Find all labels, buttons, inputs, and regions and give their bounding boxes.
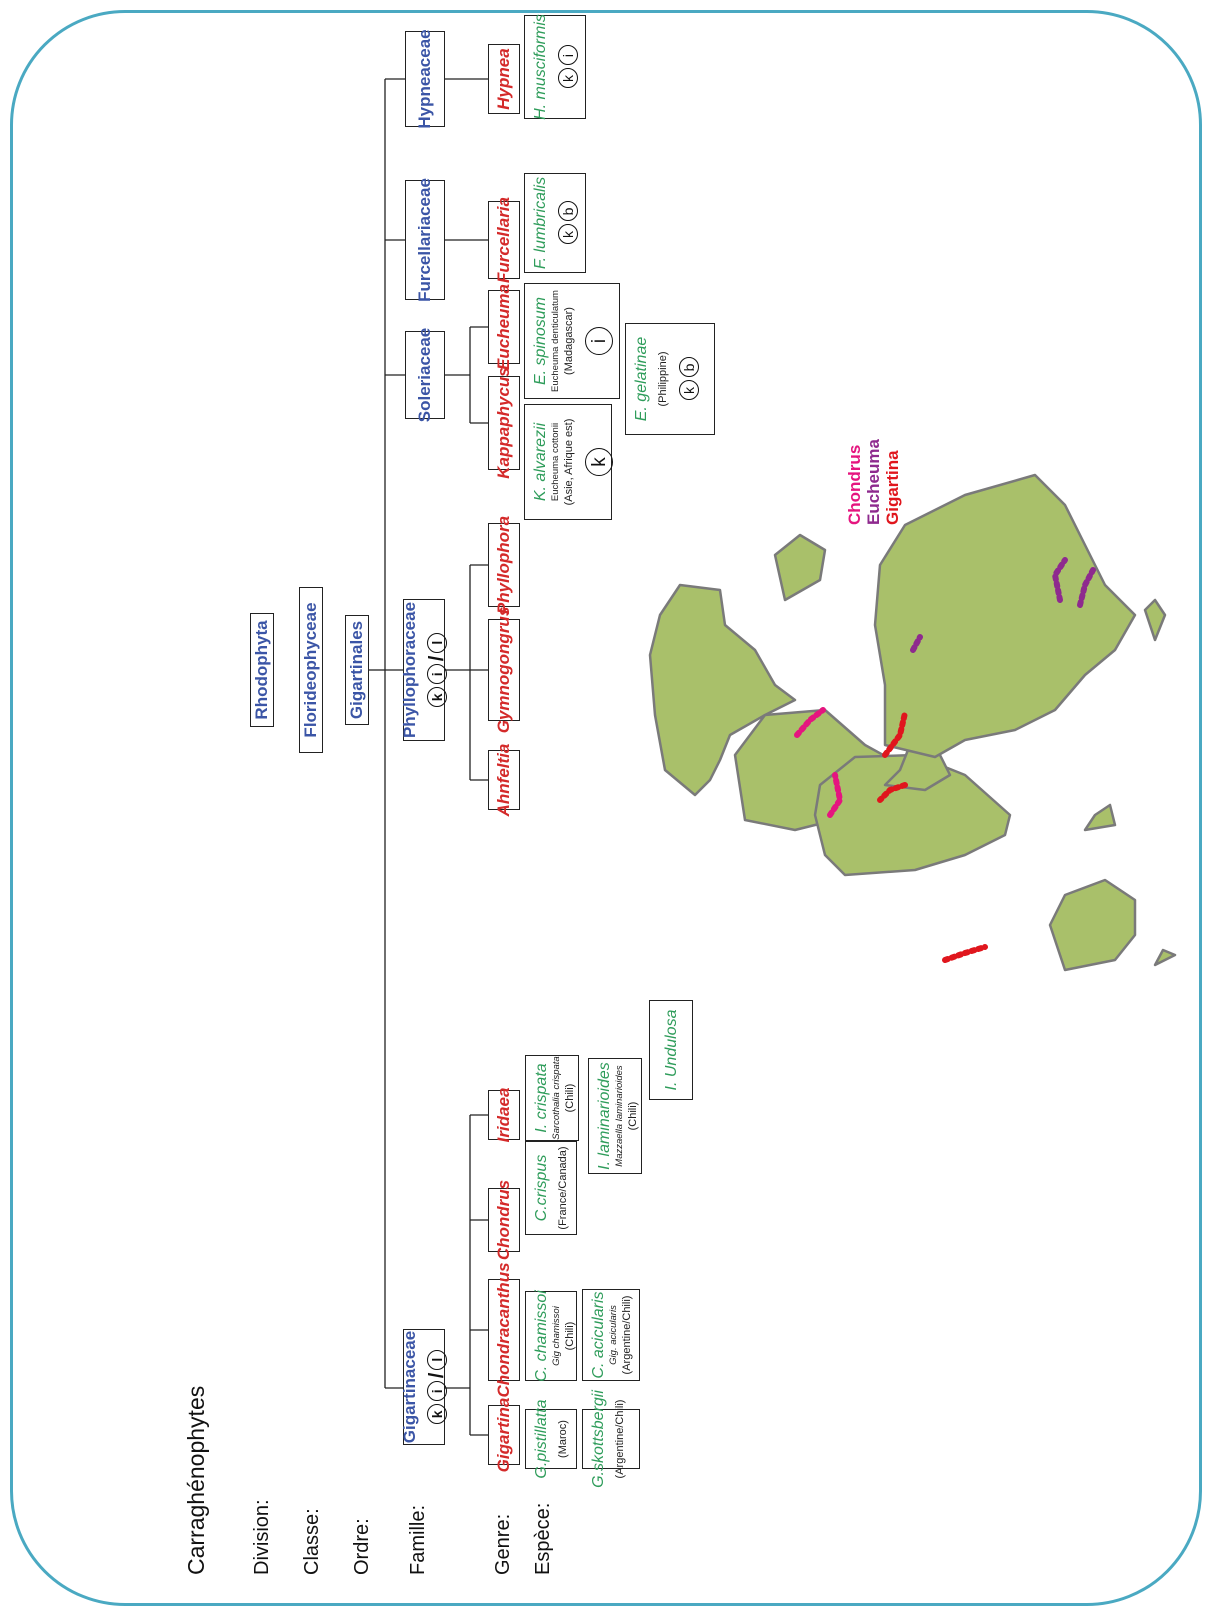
legend-chondrus: Chondrus	[845, 444, 864, 525]
gigartina-marker	[882, 710, 908, 758]
rounded-frame	[10, 10, 1202, 1606]
chondrus-marker	[794, 707, 826, 738]
map-legend: Chondrus Eucheuma Gigartina	[845, 439, 902, 525]
eucheuma-marker	[910, 634, 923, 653]
greenland-shape	[773, 533, 827, 602]
north-america-shape	[648, 583, 797, 797]
tree-connectors	[369, 78, 488, 1436]
gigartina-marker	[877, 782, 908, 803]
legend-eucheuma: Eucheuma	[864, 439, 883, 525]
japan-shape	[1143, 598, 1167, 642]
australia-shape	[1048, 878, 1137, 972]
gigartina-marker	[942, 944, 988, 963]
world-map	[648, 473, 1177, 972]
eurasia-shape	[873, 473, 1137, 759]
chondrus-marker	[827, 772, 844, 818]
new-zealand-shape	[1153, 948, 1177, 967]
eucheuma-marker	[1077, 567, 1096, 608]
eucheuma-marker	[1051, 557, 1068, 603]
distribution-markers	[794, 557, 1096, 963]
legend-gigartina: Gigartina	[883, 450, 902, 525]
indonesia-shape	[1083, 803, 1117, 832]
taxonomy-diagram: Carraghénophytes Division: Classe: Ordre…	[5, 5, 1213, 1615]
